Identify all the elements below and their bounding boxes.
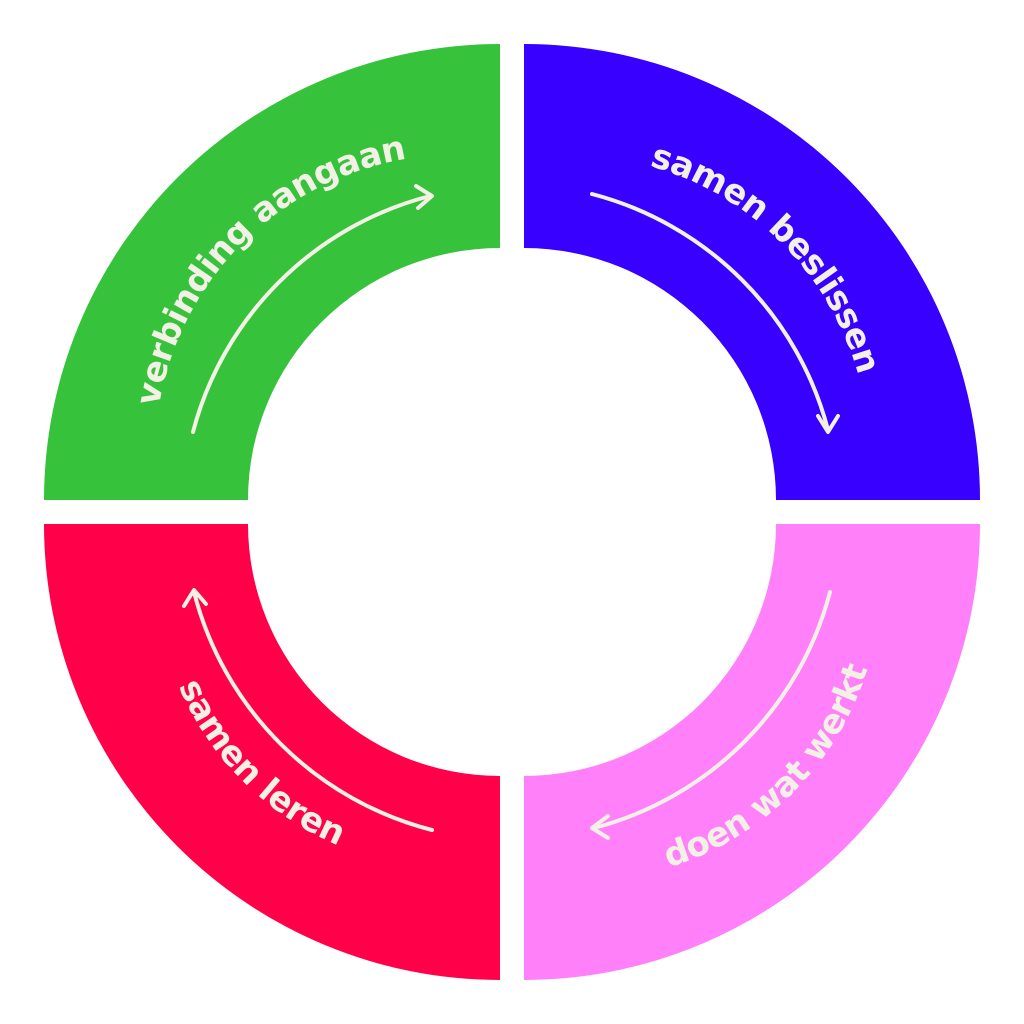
arrow-samen-beslissen <box>590 192 830 432</box>
arrowhead-verbinding-aangaan <box>414 184 434 210</box>
arrowhead-samen-leren <box>182 588 208 608</box>
arrow-doen-wat-werkt <box>592 590 832 830</box>
arrow-verbinding-aangaan <box>191 194 432 434</box>
ring-segment-group-top-left: verbinding aangaan <box>44 44 500 500</box>
arrowhead-samen-beslissen <box>816 414 840 434</box>
ring-segment-group-top-right: samen beslissen <box>524 44 980 500</box>
arrow-samen-leren <box>192 590 434 832</box>
segment-doen-wat-werkt <box>524 524 980 980</box>
ring-segment-group-bottom-right: doen wat werkt <box>524 524 980 980</box>
arrowhead-doen-wat-werkt <box>590 814 610 840</box>
ring-segment-group-bottom-left: samen leren <box>44 524 500 980</box>
segment-samen-leren <box>44 524 500 980</box>
segment-samen-beslissen <box>524 44 980 500</box>
segment-verbinding-aangaan <box>44 44 500 500</box>
